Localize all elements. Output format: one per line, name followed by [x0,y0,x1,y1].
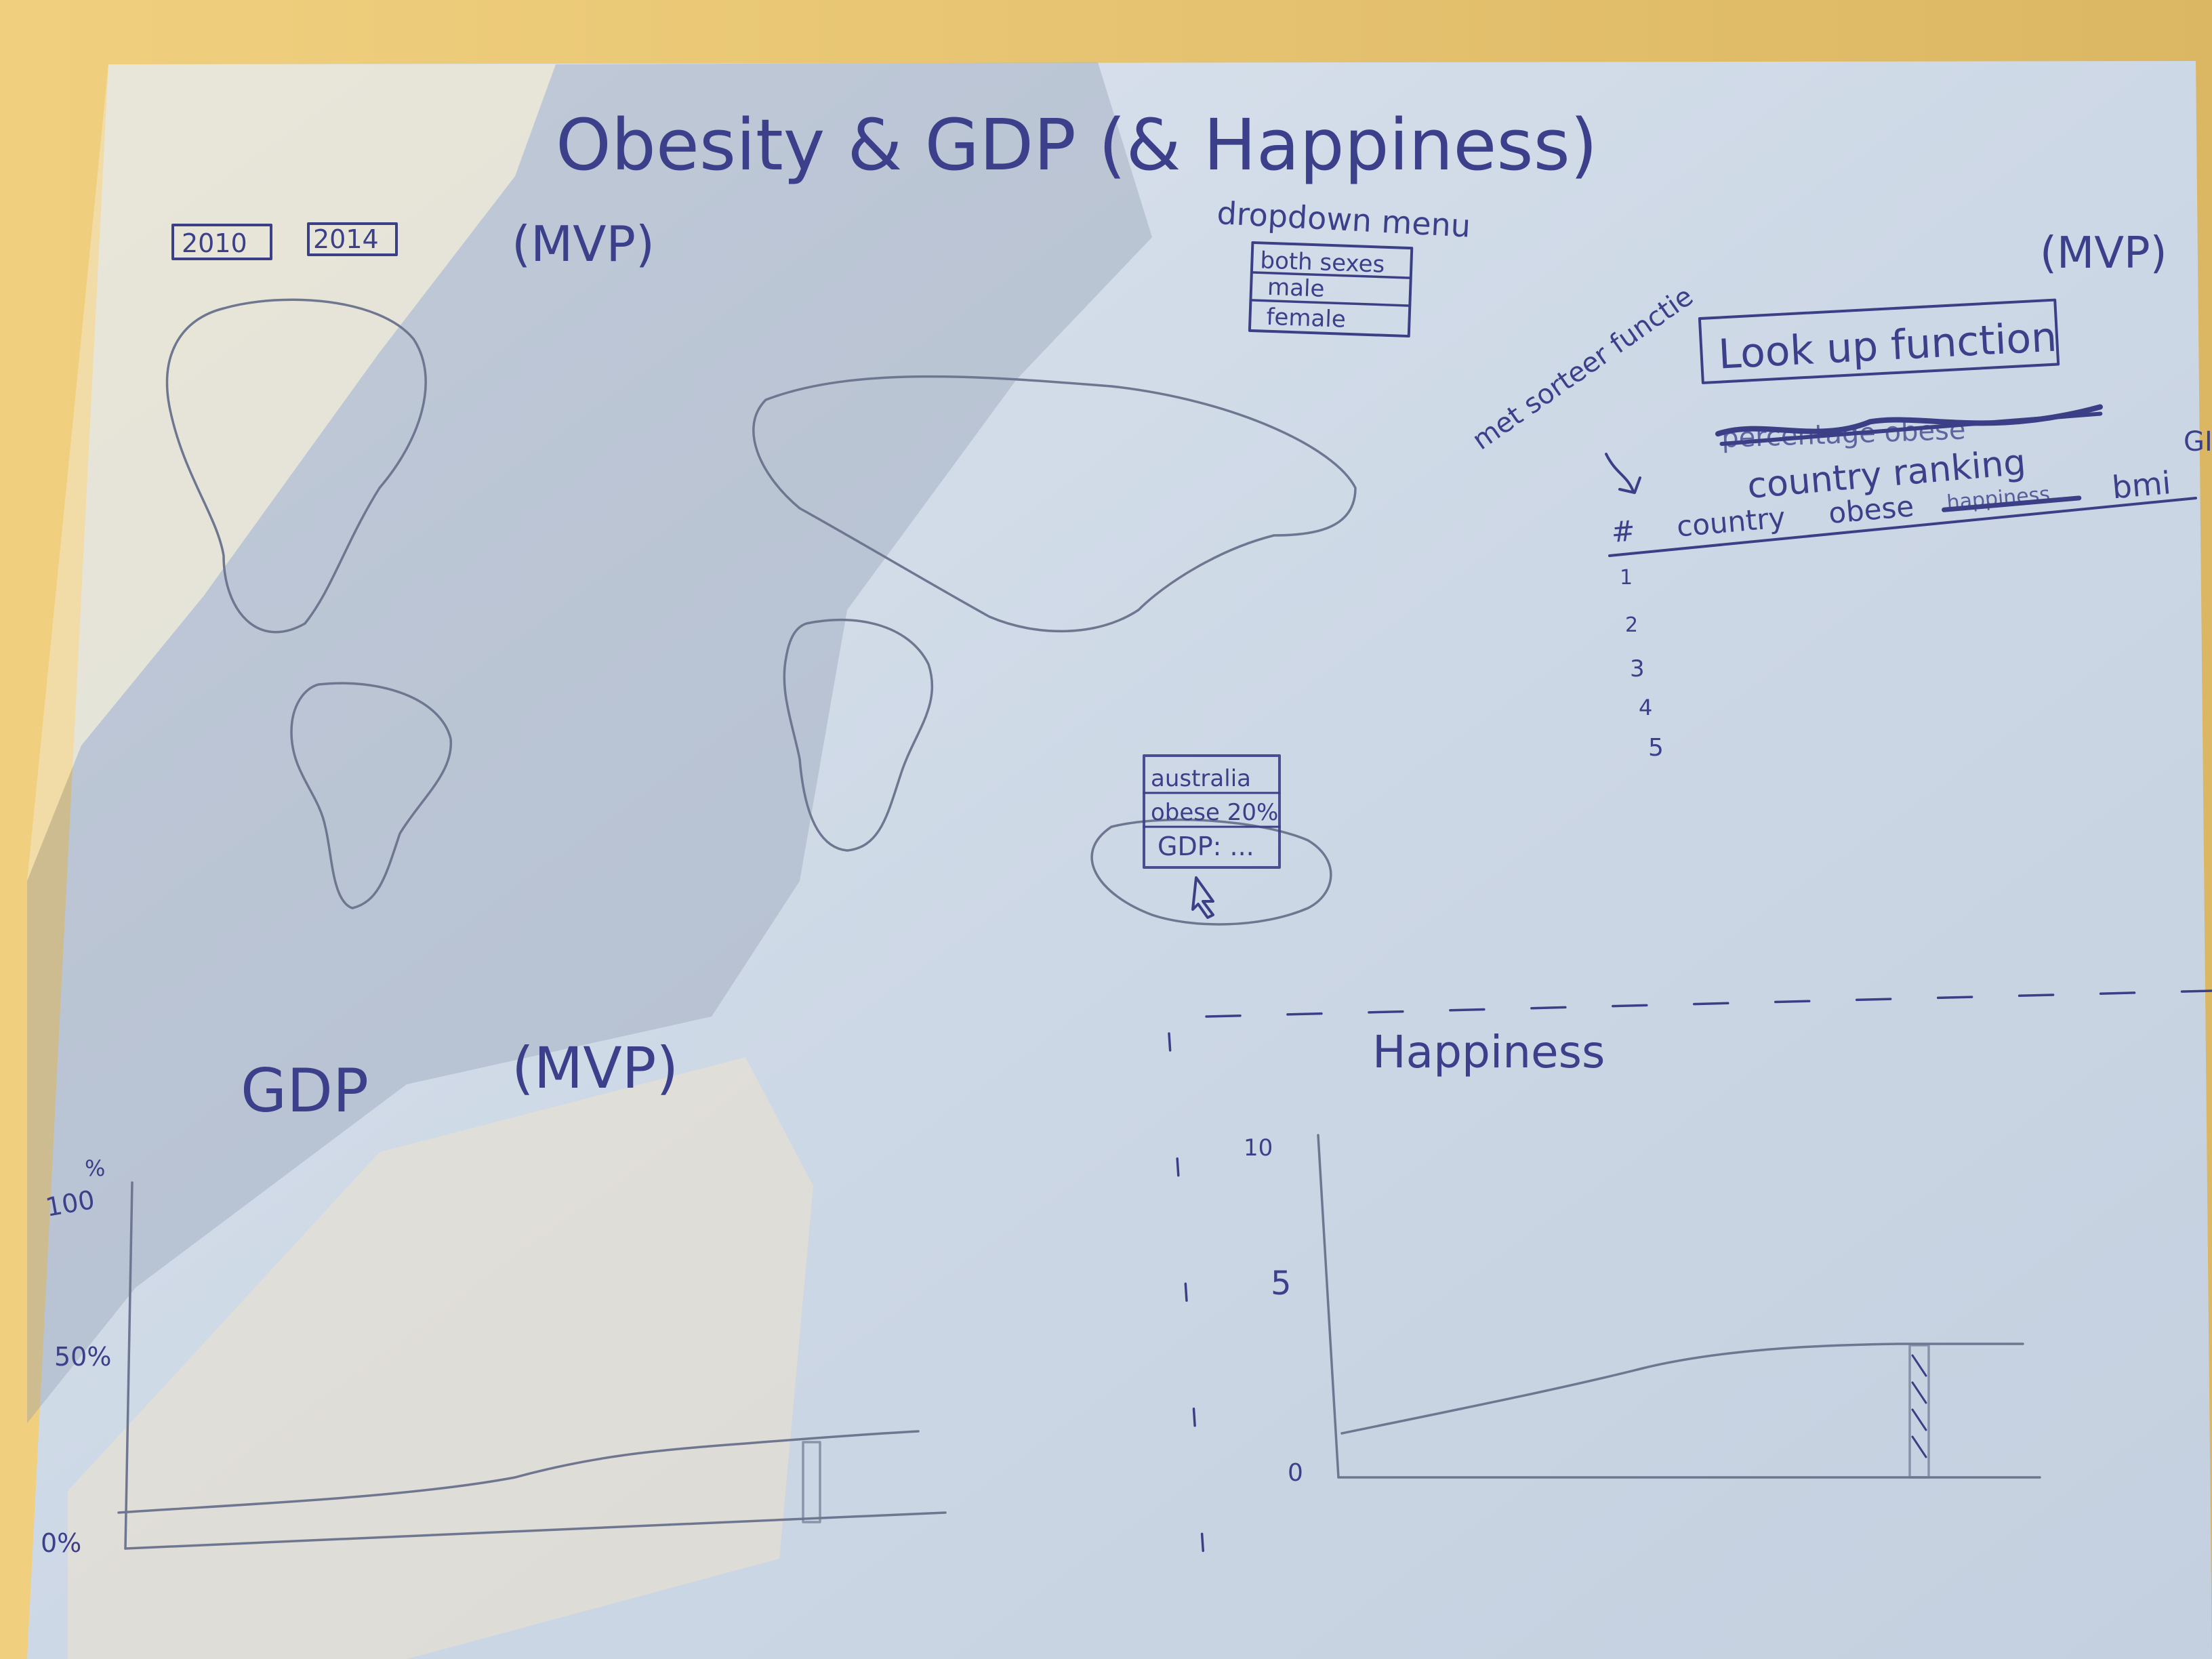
rank-3: 3 [1630,655,1645,682]
year-button-2010[interactable]: 2010 [171,224,272,260]
happiness-chart-title: Happiness [1372,1026,1605,1078]
cursor-icon [1191,876,1214,919]
ranking-table: # country obese happiness bmi GI 1 2 3 4… [1608,426,2212,762]
tooltip-country: australia [1151,765,1251,792]
section-divider-horizontal [1205,989,2212,1018]
map-mvp-label: (MVP) [512,216,655,272]
column-obese[interactable]: obese [1827,489,1915,530]
rank-5: 5 [1648,734,1664,762]
page-title: Obesity & GDP (& Happiness) [556,104,1597,186]
gdp-chart-mvp-label: (MVP) [512,1035,678,1101]
year-button-2010-label: 2010 [182,228,247,258]
tooltip-gdp: GDP: ... [1158,832,1254,861]
rank-2: 2 [1625,613,1638,637]
column-rank[interactable]: # [1610,514,1636,549]
edge-fragment: GI [2184,426,2212,457]
map-shape-australia[interactable] [1090,818,1332,926]
hand-shadow [27,62,1152,1423]
gdp-y-tick-50: 50% [54,1342,111,1372]
rank-4: 4 [1639,695,1652,720]
gdp-y-tick-0: 0% [41,1528,81,1558]
country-tooltip: australia obese 20% GDP: ... [1143,754,1281,869]
year-button-2014[interactable]: 2014 [307,222,398,256]
dropdown-option-male[interactable]: male [1267,274,1325,303]
gdp-chart: GDP (MVP) % 100 50% 0% [41,1035,947,1558]
map-shape-north-america[interactable] [165,298,427,634]
happiness-chart: Happiness 10 5 0 [1244,1026,2041,1487]
gdp-slider-handle[interactable] [802,1441,821,1523]
tooltip-obese: obese 20% [1151,799,1278,826]
gdp-y-tick-unit: % [85,1155,105,1181]
map-shape-eurasia[interactable] [752,375,1357,633]
happiness-y-tick-0: 0 [1288,1459,1303,1487]
sex-dropdown[interactable]: both sexes male female [1248,241,1414,338]
light-patch-bottom [68,1057,813,1659]
year-button-2014-label: 2014 [313,224,379,254]
map-shape-south-america[interactable] [290,682,453,909]
dropdown-option-both[interactable]: both sexes [1260,247,1385,278]
gdp-chart-title: GDP [241,1056,369,1126]
happiness-y-tick-5: 5 [1271,1265,1292,1303]
map-shape-africa[interactable] [783,618,934,852]
world-map [165,298,1357,926]
happiness-slider-handle[interactable] [1908,1344,1930,1479]
happiness-y-tick-10: 10 [1244,1134,1273,1162]
panel-mvp-label: (MVP) [2040,228,2167,279]
ranking-header: # country obese happiness bmi [1610,464,2172,549]
rank-1: 1 [1620,566,1633,590]
arrow-down-icon [1605,453,1641,494]
column-bmi[interactable]: bmi [2110,464,2172,506]
dropdown-option-female[interactable]: female [1266,304,1347,333]
light-patch-left [27,64,556,881]
